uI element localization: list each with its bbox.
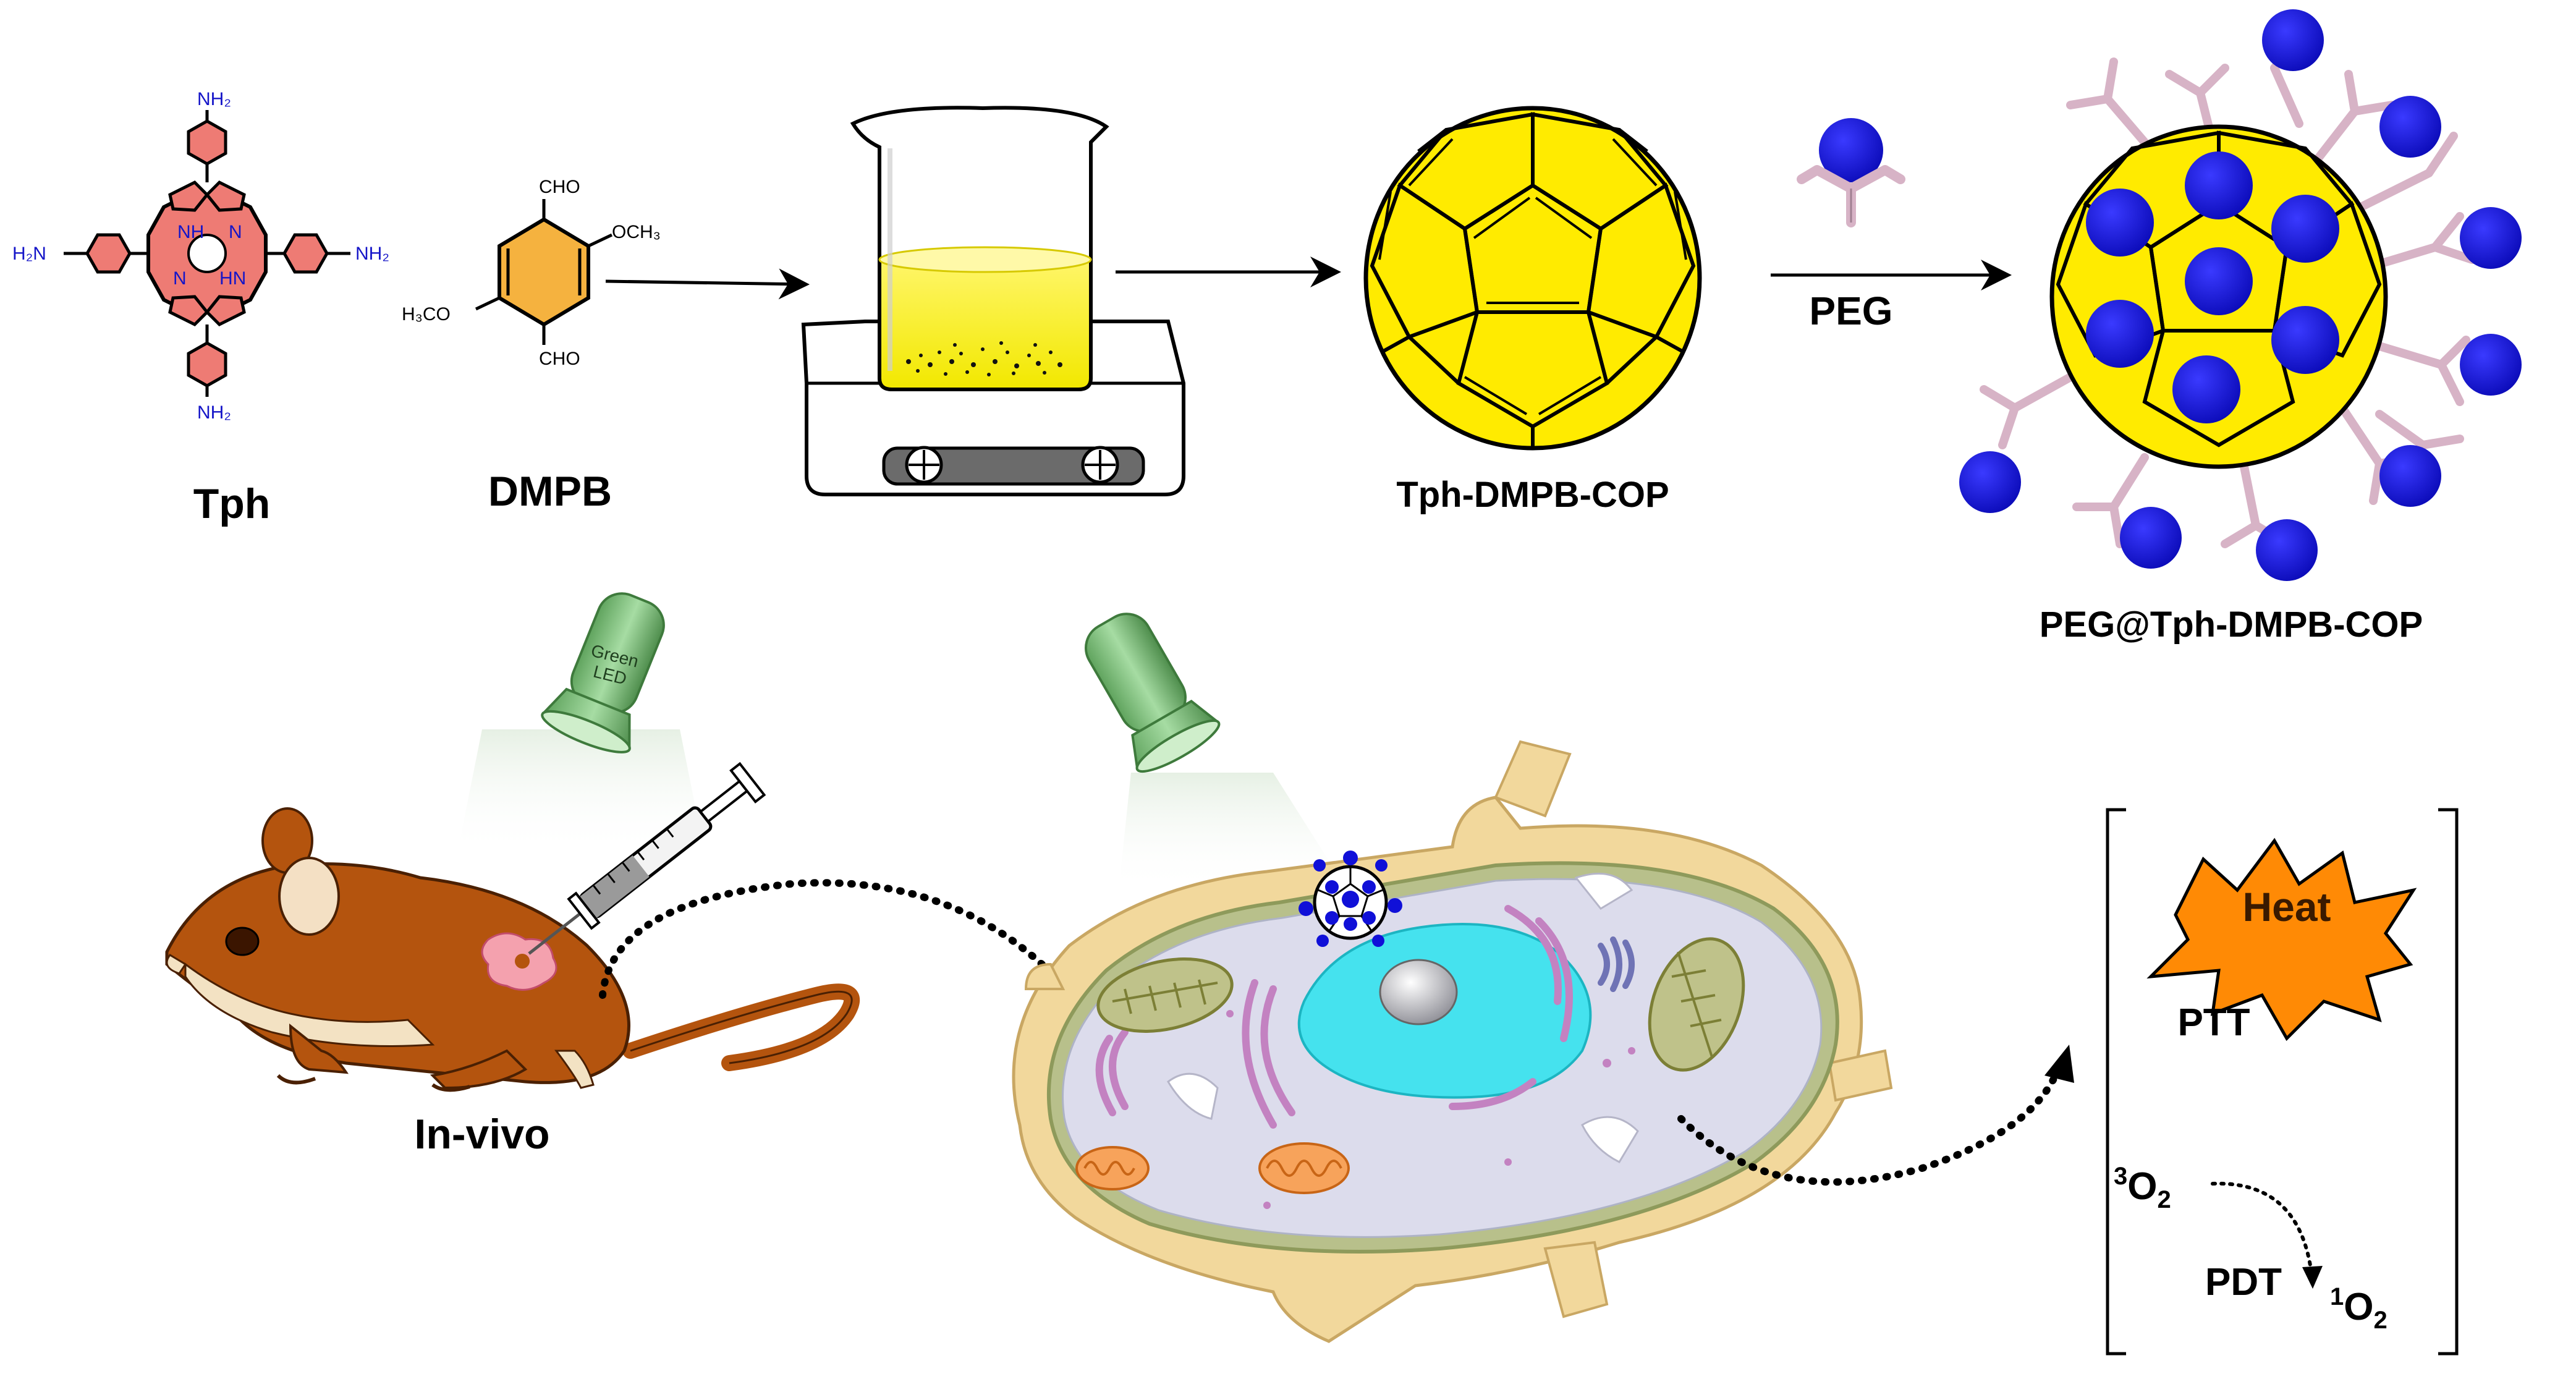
cho-top: CHO [539, 177, 580, 197]
tph-molecule: NH N N HN NH₂ NH₂ H₂N NH₂ [12, 89, 389, 423]
cop-fullerene [1363, 106, 1702, 451]
n-label-top: N [229, 222, 242, 242]
label-peg: PEG [1809, 289, 1892, 333]
therapy-bracket [2106, 808, 2459, 1356]
cell-illustration [1012, 740, 1893, 1343]
mitochondrion-2 [1258, 1142, 1350, 1194]
nh-label: NH [177, 222, 204, 242]
label-heat: Heat [2242, 884, 2331, 930]
phenyl-top [187, 119, 227, 166]
dotted-arrow-to-cell [599, 879, 1076, 999]
amine-right: NH₂ [355, 244, 389, 264]
cho-bottom: CHO [539, 349, 580, 369]
amine-bottom: NH₂ [197, 402, 231, 423]
mouse-eye [225, 927, 260, 956]
green-led-torch-2 [1085, 613, 1347, 890]
mouse-illustration [165, 762, 860, 1092]
nucleolus [1379, 959, 1458, 1025]
cell-nanoparticle [1299, 851, 1402, 947]
label-peg-cop: PEG@Tph-DMPB-COP [2040, 605, 2423, 645]
heat-burst [2146, 838, 2417, 1042]
chloroplast-left [1096, 957, 1234, 1033]
oxygen-conversion-arrow [2211, 1181, 2313, 1275]
h3co-left: H₃CO [402, 304, 451, 325]
dotted-arrow-to-effects [1677, 1066, 2062, 1186]
phenyl-bottom [187, 341, 227, 388]
peg-molecule-icon [1797, 118, 1905, 227]
label-ptt: PTT [2177, 1001, 2250, 1044]
beaker-stirrer [801, 106, 1185, 496]
arrow-to-beaker [605, 268, 810, 300]
green-led-torch-1: Green LED [457, 592, 705, 853]
dmpb-ring [498, 217, 590, 327]
dmpb-molecule: CHO OCH₃ H₃CO CHO [402, 177, 661, 369]
amine-left: H₂N [12, 244, 46, 264]
stirrer-panel [882, 446, 1145, 486]
phenyl-right [282, 233, 329, 274]
label-tph: Tph [193, 480, 271, 527]
mouse-ear-front [278, 857, 340, 936]
mitochondrion-1 [1075, 1146, 1150, 1190]
mouse-body [165, 862, 630, 1084]
amine-top: NH₂ [197, 89, 231, 109]
label-cop: Tph-DMPB-COP [1396, 475, 1669, 515]
label-in-vivo: In-vivo [414, 1111, 549, 1158]
label-dmpb: DMPB [488, 468, 612, 515]
och3-right: OCH₃ [612, 222, 661, 242]
label-pdt: PDT [2205, 1261, 2282, 1304]
mouse-tail [622, 983, 860, 1071]
phenyl-left [85, 233, 132, 274]
n-label-bottom: N [173, 268, 187, 289]
beaker-liquid [879, 258, 1091, 388]
label-singlet-oxygen: 1O2 [2330, 1283, 2387, 1334]
label-triplet-oxygen: 3O2 [2114, 1163, 2171, 1213]
chloroplast-right [1648, 937, 1745, 1072]
hn-label: HN [219, 268, 246, 289]
peg-cop-nanoparticle [1959, 9, 2522, 581]
syringe [528, 762, 766, 955]
